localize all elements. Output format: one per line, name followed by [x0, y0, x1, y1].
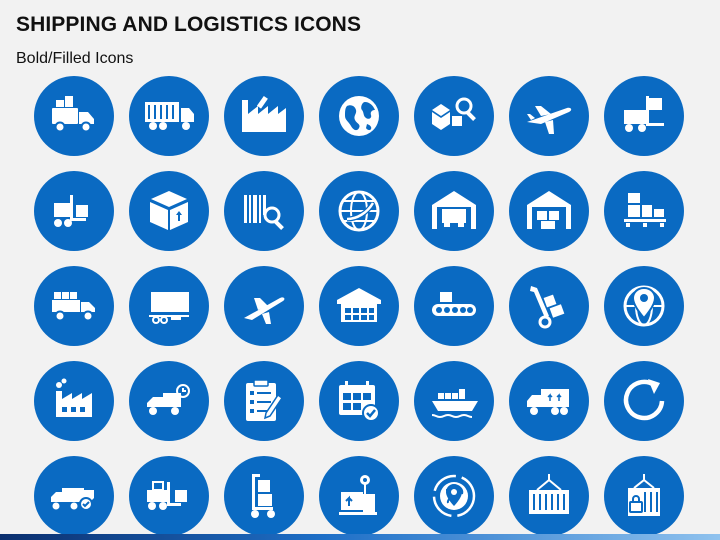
warehouse-truck-icon: [414, 171, 494, 251]
forklift-loading-icon: [129, 456, 209, 536]
cargo-truck-icon: [129, 76, 209, 156]
trailer-icon: [129, 266, 209, 346]
worldwide-location-icon: [414, 456, 494, 536]
factory-icon: [224, 76, 304, 156]
shipping-container-icon: [509, 456, 589, 536]
delivery-truck-with-boxes-icon: [34, 76, 114, 156]
package-search-icon: [414, 76, 494, 156]
warehouse-icon: [509, 171, 589, 251]
conveyor-belt-icon: [414, 266, 494, 346]
airplane-takeoff-icon: [224, 266, 304, 346]
bottom-accent-bar: [0, 534, 720, 540]
calendar-check-icon: [319, 361, 399, 441]
fast-delivery-truck-icon: [129, 361, 209, 441]
icon-grid: [34, 76, 684, 536]
forklift-icon: [604, 76, 684, 156]
globe-location-icon: [604, 266, 684, 346]
page-subtitle: Bold/Filled Icons: [16, 50, 134, 67]
loaded-truck-icon: [34, 266, 114, 346]
refresh-icon: [604, 361, 684, 441]
delivery-confirmed-icon: [34, 456, 114, 536]
barcode-scan-icon: [224, 171, 304, 251]
truck-fragile-icon: [509, 361, 589, 441]
hand-truck-icon: [509, 266, 589, 346]
cargo-ship-icon: [414, 361, 494, 441]
globe-icon: [319, 76, 399, 156]
pallet-boxes-icon: [604, 171, 684, 251]
storage-building-icon: [319, 266, 399, 346]
package-box-icon: [129, 171, 209, 251]
forklift-box-icon: [34, 171, 114, 251]
airplane-icon: [509, 76, 589, 156]
factory-building-icon: [34, 361, 114, 441]
secure-container-icon: [604, 456, 684, 536]
hand-trolley-icon: [224, 456, 304, 536]
weighing-scale-icon: [319, 456, 399, 536]
page-title: SHIPPING AND LOGISTICS ICONS: [16, 13, 362, 36]
checklist-clipboard-icon: [224, 361, 304, 441]
global-shipping-icon: [319, 171, 399, 251]
